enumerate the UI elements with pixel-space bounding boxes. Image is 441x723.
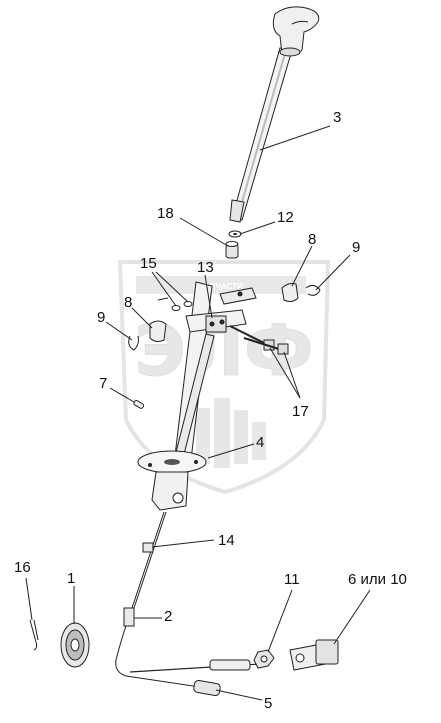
clip-left-part — [128, 320, 167, 351]
callout-11: 11 — [284, 571, 300, 588]
cable-end-part — [193, 679, 221, 697]
leader-9a — [315, 254, 351, 291]
callout-2: 2 — [164, 608, 172, 625]
leader-8b — [131, 307, 153, 329]
callout-9-right: 9 — [352, 239, 360, 256]
pin-part — [133, 400, 145, 409]
lever-knob-part — [272, 6, 320, 57]
callout-8-right: 8 — [308, 231, 316, 248]
watermark-banner — [136, 276, 306, 294]
callout-1: 1 — [67, 570, 75, 587]
callout-9-left: 9 — [97, 309, 105, 326]
leader-12 — [239, 221, 276, 235]
fork-part — [289, 639, 339, 671]
leader-6or10 — [333, 589, 371, 645]
pulley-part — [60, 622, 90, 668]
callout-15: 15 — [140, 255, 157, 272]
callout-5: 5 — [264, 695, 272, 712]
callout-13: 13 — [197, 259, 214, 276]
leader-13 — [204, 274, 213, 319]
callout-6-or-10: 6 или 10 — [348, 571, 407, 588]
bolts-part — [229, 325, 289, 355]
leader-15 — [151, 271, 177, 307]
leader-14 — [151, 539, 215, 548]
leader-17b — [283, 351, 301, 399]
small-washers-part — [157, 297, 193, 311]
leader-18 — [179, 217, 229, 247]
callout-3: 3 — [333, 109, 341, 126]
leader-3 — [259, 125, 331, 151]
pivot-plate-part — [185, 287, 257, 333]
nut-part — [253, 649, 275, 669]
cable-part — [115, 511, 221, 691]
watermark-shield — [117, 260, 331, 495]
callout-7: 7 — [99, 375, 107, 392]
lever-rod-part — [229, 47, 293, 223]
leader-8a — [291, 245, 313, 287]
leader-7 — [109, 387, 135, 403]
callout-18: 18 — [157, 205, 174, 222]
leader-9b — [105, 321, 133, 341]
cotter-pin-part — [29, 619, 39, 651]
leader-lines — [25, 125, 371, 701]
leader-16 — [25, 577, 33, 621]
watermark-small-text: ЗАПЧАСТИ — [199, 282, 243, 291]
leader-15b — [155, 271, 189, 303]
callout-17: 17 — [292, 403, 309, 420]
callout-4: 4 — [256, 434, 264, 451]
callout-16: 16 — [14, 559, 31, 576]
callout-8-left: 8 — [124, 294, 132, 311]
washer-part — [228, 230, 242, 238]
callout-labels: 3 18 12 8 9 15 13 8 9 7 17 4 14 16 1 2 1… — [14, 109, 407, 712]
callout-12: 12 — [277, 209, 294, 226]
bushing-part — [225, 241, 239, 259]
leader-5 — [215, 689, 263, 701]
leader-4 — [207, 443, 255, 459]
leader-17a — [269, 347, 301, 399]
callout-14: 14 — [218, 532, 235, 549]
cable-sleeve-part — [129, 659, 261, 673]
clip-right-part — [281, 283, 321, 303]
leader-11 — [267, 589, 293, 653]
